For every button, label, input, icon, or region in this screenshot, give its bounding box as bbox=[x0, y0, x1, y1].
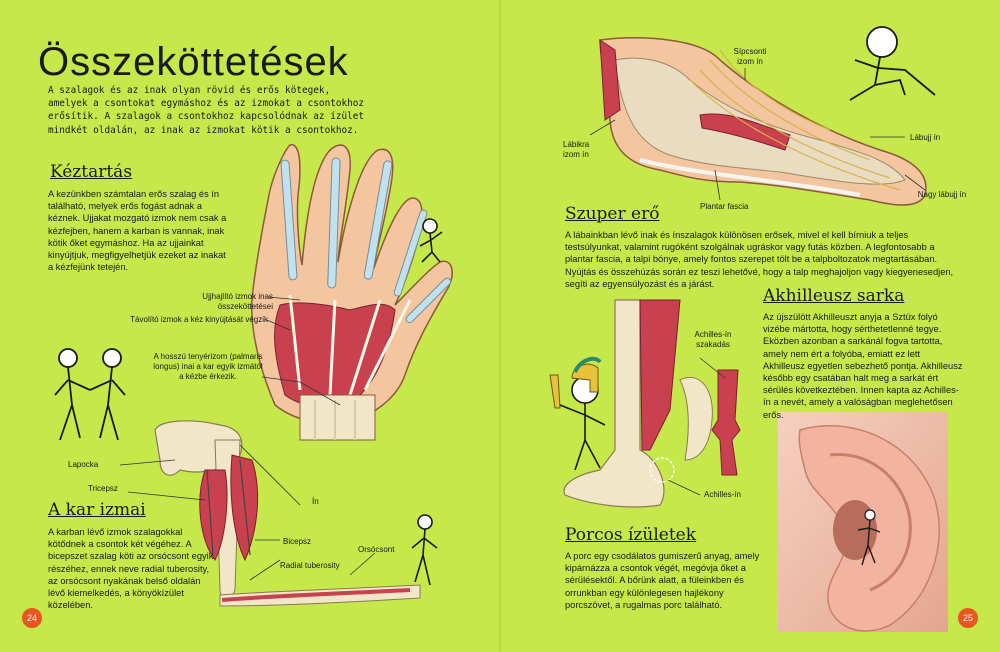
label-flexor-tendons: Ujjhajlító izmok inas összeköttetései bbox=[202, 292, 273, 311]
stick-figure-running bbox=[849, 26, 936, 101]
section-title-keztartas: Kéztartás bbox=[50, 162, 133, 182]
section-title-kar-izmai: A kar izmai bbox=[48, 500, 146, 520]
page-number-right: 25 bbox=[958, 608, 978, 628]
label-palmaris-longus: A hosszú tenyérizom (palmaris longus) in… bbox=[153, 352, 263, 381]
label-labikra: Lábikra izom ín bbox=[563, 140, 590, 159]
ear-photo bbox=[778, 412, 948, 632]
label-nagy-labujj: Nagy lábujj ín bbox=[917, 190, 967, 199]
page-number-left: 24 bbox=[22, 608, 42, 628]
achilles-illustration bbox=[563, 299, 741, 508]
section-body-porcos: A porc egy csodálatos gumiszerű anyag, a… bbox=[565, 551, 760, 610]
section-body-keztartas: A kezünkben számtalan erős szalag és ín … bbox=[48, 189, 227, 273]
label-in: Ín bbox=[312, 497, 319, 506]
section-body-kar-izmai: A karban lévő izmok szalagokkal kötődnek… bbox=[48, 527, 214, 611]
label-orsocsont: Orsócsont bbox=[358, 545, 395, 554]
label-extensor-muscles: Távolító izmok a kéz kinyújtását végzik bbox=[130, 315, 268, 324]
label-sipcsonti: Sípcsonti izom ín bbox=[733, 47, 767, 66]
label-plantar-fascia: Plantar fascia bbox=[700, 202, 749, 211]
achilles-warrior-figure bbox=[549, 356, 606, 471]
intro-paragraph: A szalagok és az inak olyan rövid és erő… bbox=[48, 85, 365, 136]
label-achilles-in: Achilles-ín bbox=[704, 490, 741, 499]
foot-illustration bbox=[599, 37, 927, 206]
label-labujj-in: Lábujj ín bbox=[910, 133, 941, 142]
label-bicepsz: Bicepsz bbox=[283, 537, 312, 546]
stick-figure-on-forearm bbox=[411, 514, 438, 586]
arm-illustration bbox=[154, 420, 421, 607]
stick-figures-holding-hands bbox=[54, 348, 126, 441]
section-title-porcos: Porcos ízületek bbox=[565, 525, 697, 545]
section-title-szuper-ero: Szuper erő bbox=[565, 204, 660, 224]
section-title-akhilleusz: Akhilleusz sarka bbox=[763, 286, 905, 306]
stick-figure-on-thumb bbox=[419, 218, 443, 263]
label-lapocka: Lapocka bbox=[68, 460, 99, 469]
label-radial-tuberosity: Radial tuberosity bbox=[280, 561, 340, 570]
section-body-szuper-ero: A lábainkban lévő inak és ínszalagok kül… bbox=[565, 230, 954, 289]
hand-illustration bbox=[250, 144, 453, 441]
label-tricepsz: Tricepsz bbox=[88, 484, 118, 493]
label-achilles-szakadas: Achilles-ín szakadás bbox=[694, 330, 732, 349]
page-title: Összeköttetések bbox=[38, 40, 349, 84]
section-body-akhilleusz: Az újszülött Akhilleuszt anyja a Sztüx f… bbox=[763, 312, 963, 420]
